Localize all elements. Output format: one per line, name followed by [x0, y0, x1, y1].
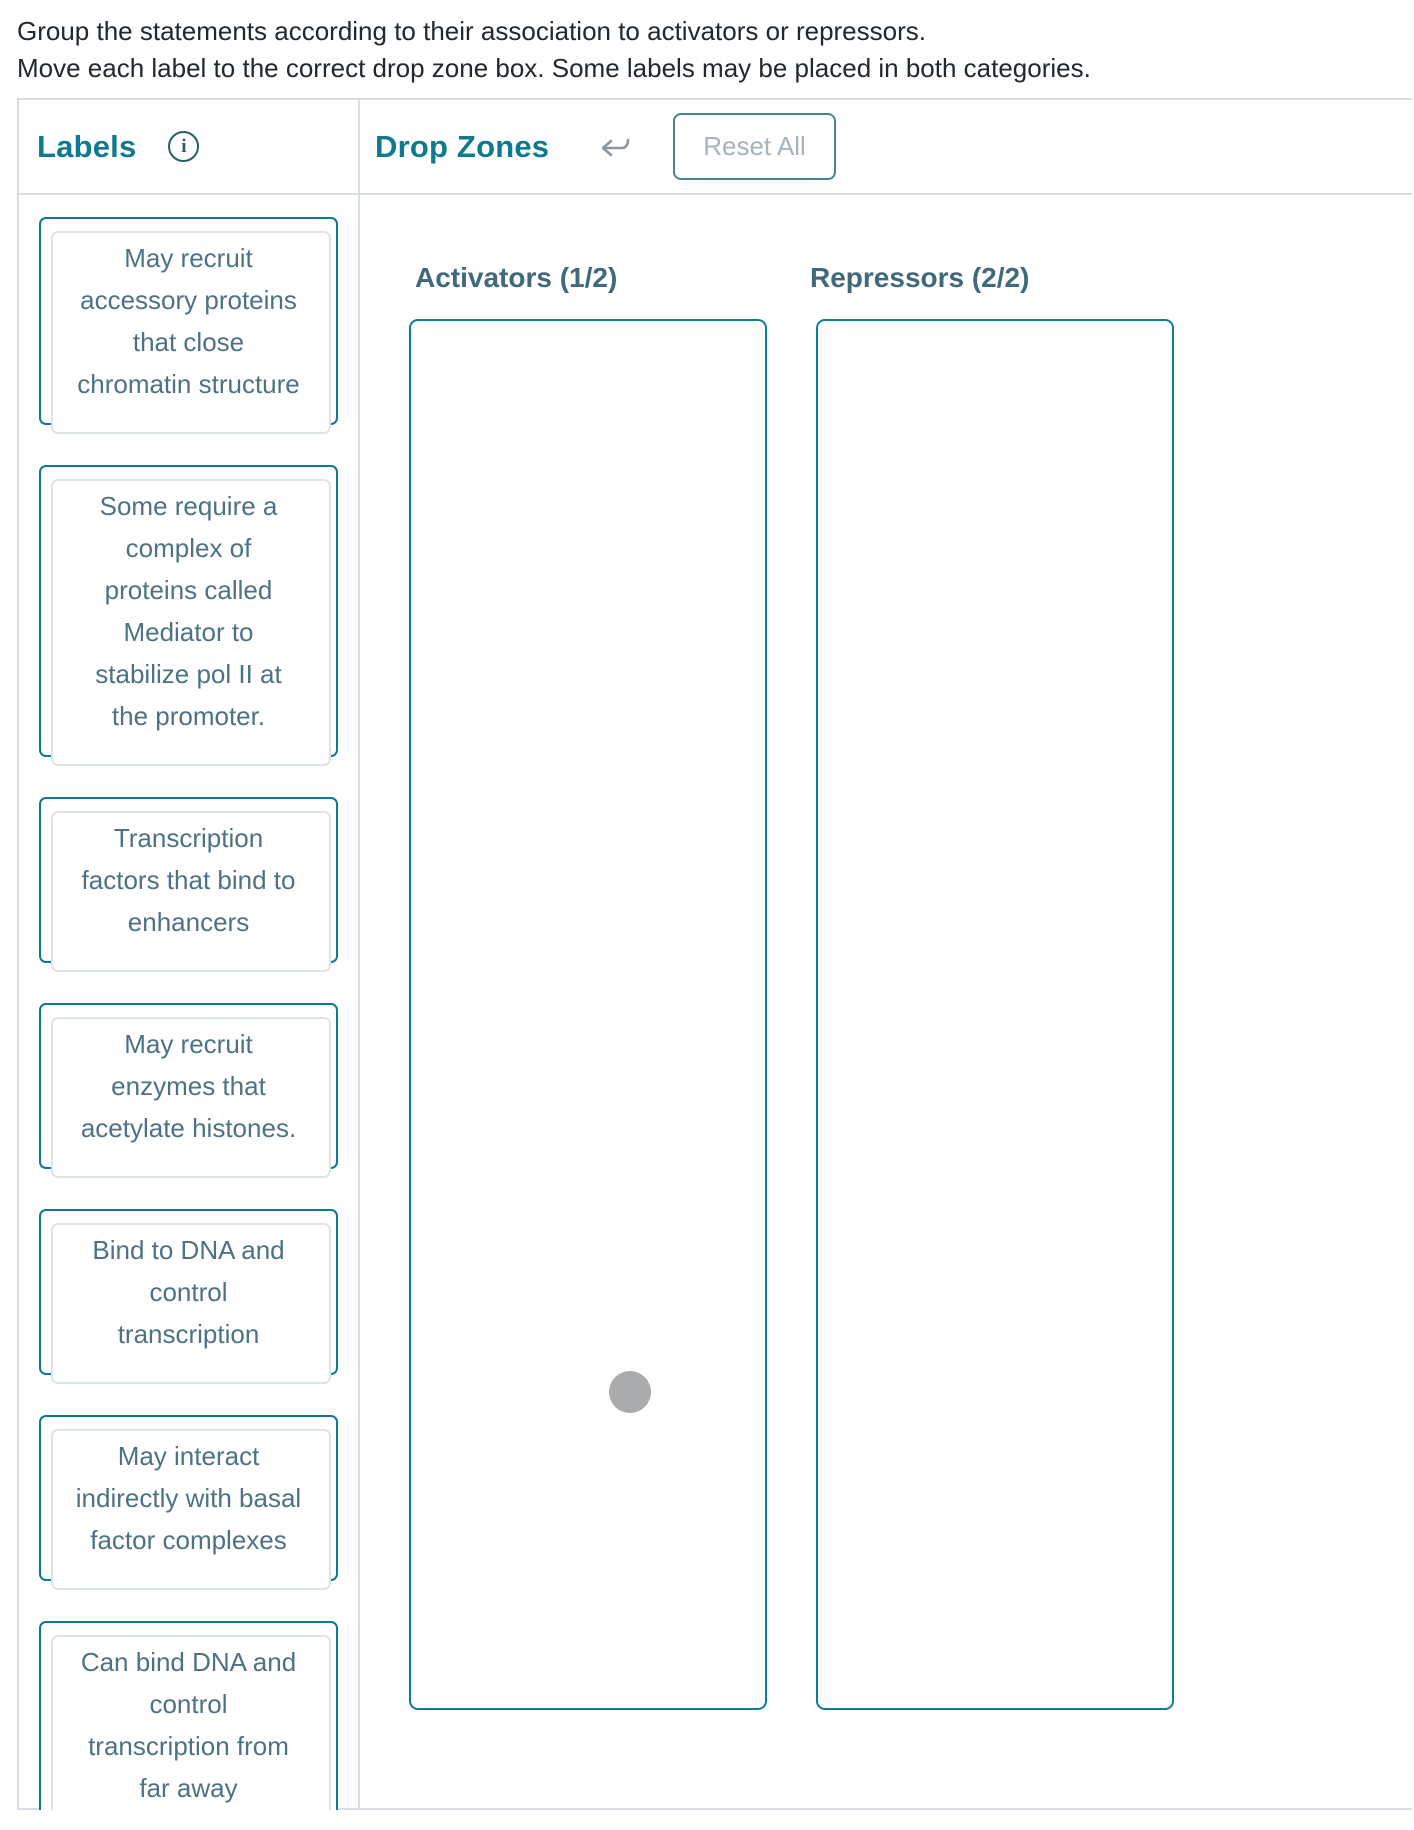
activators-drop-zone[interactable]: [409, 319, 767, 1710]
activators-zone-title: Activators (1/2): [415, 262, 618, 293]
activity-container: Labels i Drop Zones Reset All May recrui…: [17, 98, 1412, 1810]
drop-zones-panel-header: Drop Zones Reset All: [360, 100, 1412, 193]
labels-title: Labels: [37, 128, 137, 164]
header-row: Labels i Drop Zones Reset All: [19, 100, 1412, 195]
label-card[interactable]: May recruit accessory proteins that clos…: [39, 217, 338, 434]
drop-zones-title: Drop Zones: [375, 128, 550, 164]
labels-panel-header: Labels i: [19, 100, 360, 193]
label-card[interactable]: Some require a complex of proteins calle…: [39, 465, 338, 766]
instructions: Group the statements according to their …: [17, 13, 1091, 87]
label-card[interactable]: May recruit enzymes that acetylate histo…: [39, 1003, 338, 1178]
label-card[interactable]: Can bind DNA and control transcription f…: [39, 1621, 338, 1810]
instructions-line-2: Move each label to the correct drop zone…: [17, 53, 1091, 83]
repressors-zone-title: Repressors (2/2): [810, 262, 1030, 293]
instructions-line-1: Group the statements according to their …: [17, 16, 926, 46]
labels-panel: May recruit accessory proteins that clos…: [19, 195, 360, 1810]
activity-body: May recruit accessory proteins that clos…: [19, 195, 1412, 1810]
info-icon[interactable]: i: [168, 131, 200, 162]
repressors-drop-zone[interactable]: [816, 319, 1174, 1710]
drop-zones-panel: Activators (1/2) Repressors (2/2): [360, 195, 1412, 1810]
label-card[interactable]: Transcription factors that bind to enhan…: [39, 797, 338, 972]
drag-placeholder-dot[interactable]: [609, 1371, 651, 1413]
label-card[interactable]: May interact indirectly with basal facto…: [39, 1415, 338, 1590]
undo-arrow-icon[interactable]: [597, 133, 633, 161]
reset-all-button[interactable]: Reset All: [673, 113, 836, 180]
label-card[interactable]: Bind to DNA and control transcription: [39, 1209, 338, 1384]
